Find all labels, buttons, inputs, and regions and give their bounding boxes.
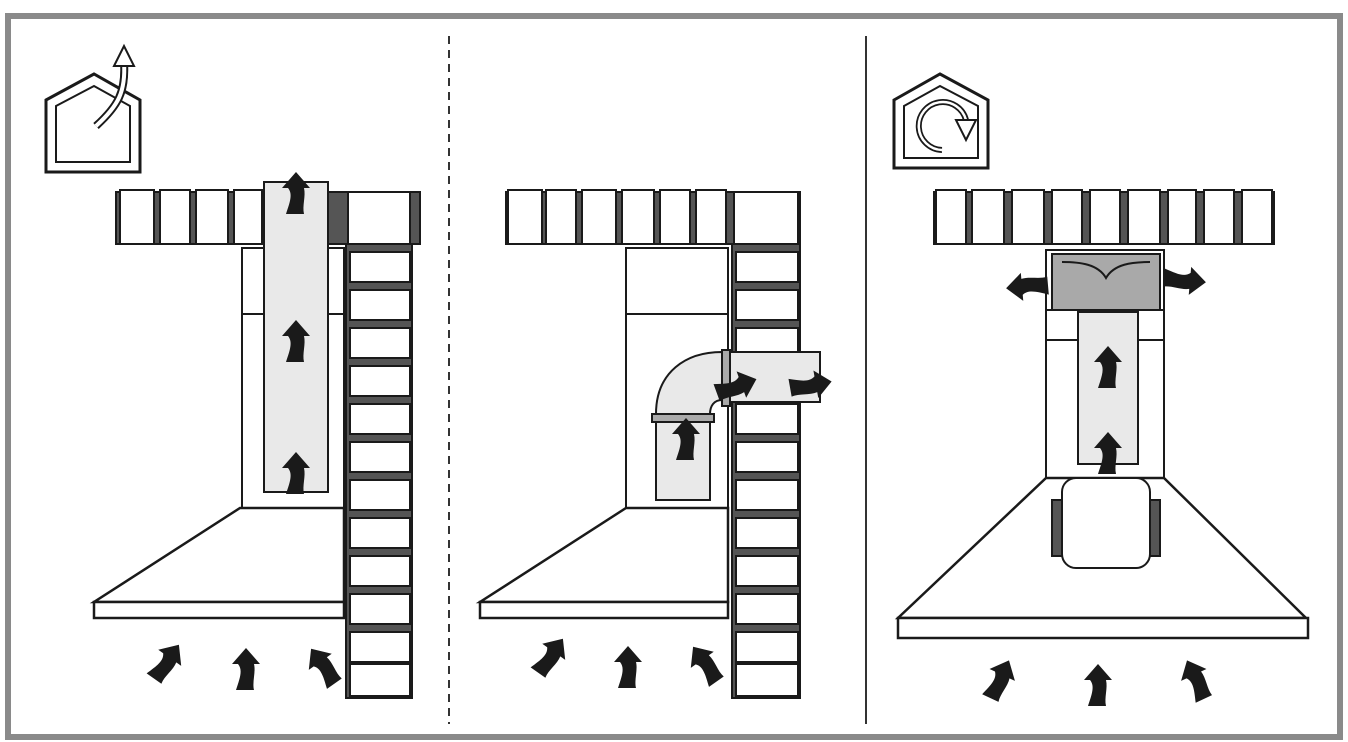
- panel-duct-vertical: [44, 43, 421, 699]
- extraction-house-icon: [44, 43, 142, 174]
- airflow-arrow-icon: [614, 646, 642, 688]
- airflow-arrow-icon: [1174, 654, 1218, 705]
- outer-frame: [5, 13, 1343, 740]
- ceiling-bricks: [505, 189, 801, 245]
- airflow-arrow-icon: [232, 648, 260, 690]
- airflow-arrow-icon: [1162, 264, 1208, 297]
- hood-canopy: [475, 506, 730, 620]
- recirculation-filter: [1051, 253, 1161, 311]
- airflow-arrow-icon: [1084, 664, 1112, 706]
- hood-canopy: [89, 506, 346, 620]
- vertical-duct: [1077, 311, 1139, 465]
- motor-housing: [1051, 477, 1161, 569]
- airflow-arrow-icon: [143, 636, 191, 688]
- airflow-arrow-icon: [978, 654, 1022, 705]
- panel-recirculation: [892, 72, 1310, 706]
- wall-bricks: [731, 243, 801, 699]
- airflow-arrow-icon: [1004, 270, 1050, 303]
- wall-bricks: [345, 243, 413, 699]
- airflow-arrow-icon: [299, 640, 347, 692]
- airflow-arrow-icon: [527, 630, 575, 682]
- airflow-arrow-icon: [681, 638, 729, 690]
- ceiling-bricks: [933, 189, 1275, 245]
- recirculation-house-icon: [892, 72, 990, 170]
- panel-duct-horizontal: [475, 189, 835, 699]
